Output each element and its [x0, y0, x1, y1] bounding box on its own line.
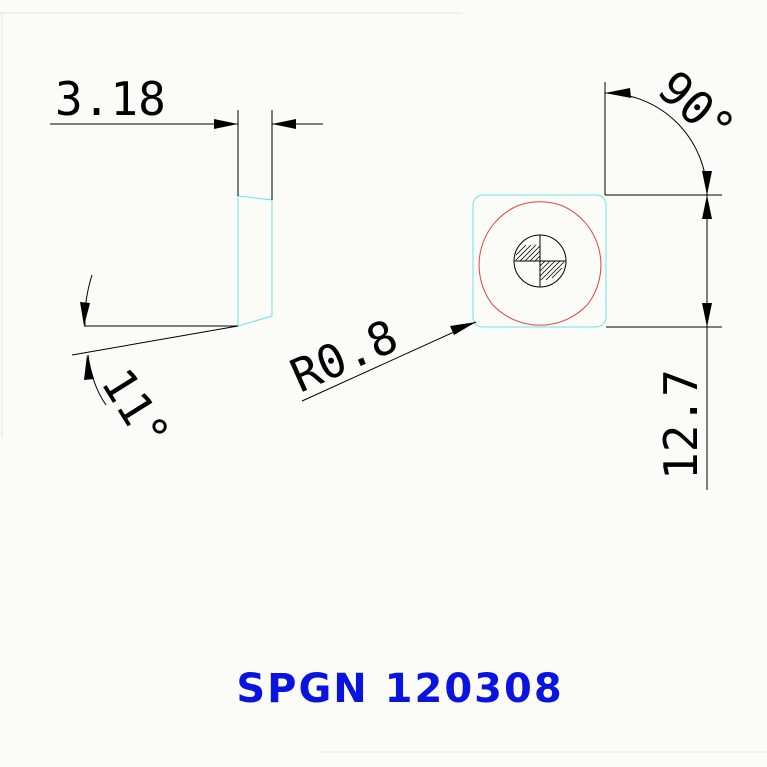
corner-angle-arrow-top — [605, 88, 631, 98]
corner-angle-label: 90° — [648, 60, 746, 156]
inscribed-circle-arc-right — [562, 205, 602, 305]
insert-designation: SPGN 120308 — [236, 666, 563, 712]
clearance-arc-lower — [87, 354, 107, 406]
corner-radius-label: R0.8 — [283, 309, 406, 403]
clearance-angle-line — [71, 325, 239, 356]
clearance-angle-label: 11° — [91, 359, 181, 458]
side-view: 3.18 11° — [50, 72, 323, 458]
insert-top-outline — [472, 194, 607, 328]
thickness-arrow-right — [272, 119, 296, 129]
thickness-arrow-left — [214, 119, 238, 129]
inscribed-circle-arc-bottom — [491, 303, 589, 326]
clearance-arrow-lower — [84, 355, 94, 380]
clearance-arrow-upper — [80, 302, 90, 326]
inscribed-circle-arc-left — [478, 205, 518, 305]
size-arrow-bottom — [702, 303, 712, 327]
size-arrow-top — [702, 195, 712, 219]
corner-radius-leader — [301, 321, 477, 402]
corner-angle-arrow-right — [702, 171, 712, 195]
center-mark-hatch — [515, 244, 565, 281]
thickness-label: 3.18 — [55, 72, 166, 126]
size-label: 12.7 — [654, 369, 708, 480]
insert-side-profile — [237, 195, 273, 327]
corner-radius-arrow — [450, 322, 476, 335]
inscribed-circle-arc-top — [516, 201, 564, 207]
top-view: 90° R0.8 12.7 — [283, 60, 746, 490]
